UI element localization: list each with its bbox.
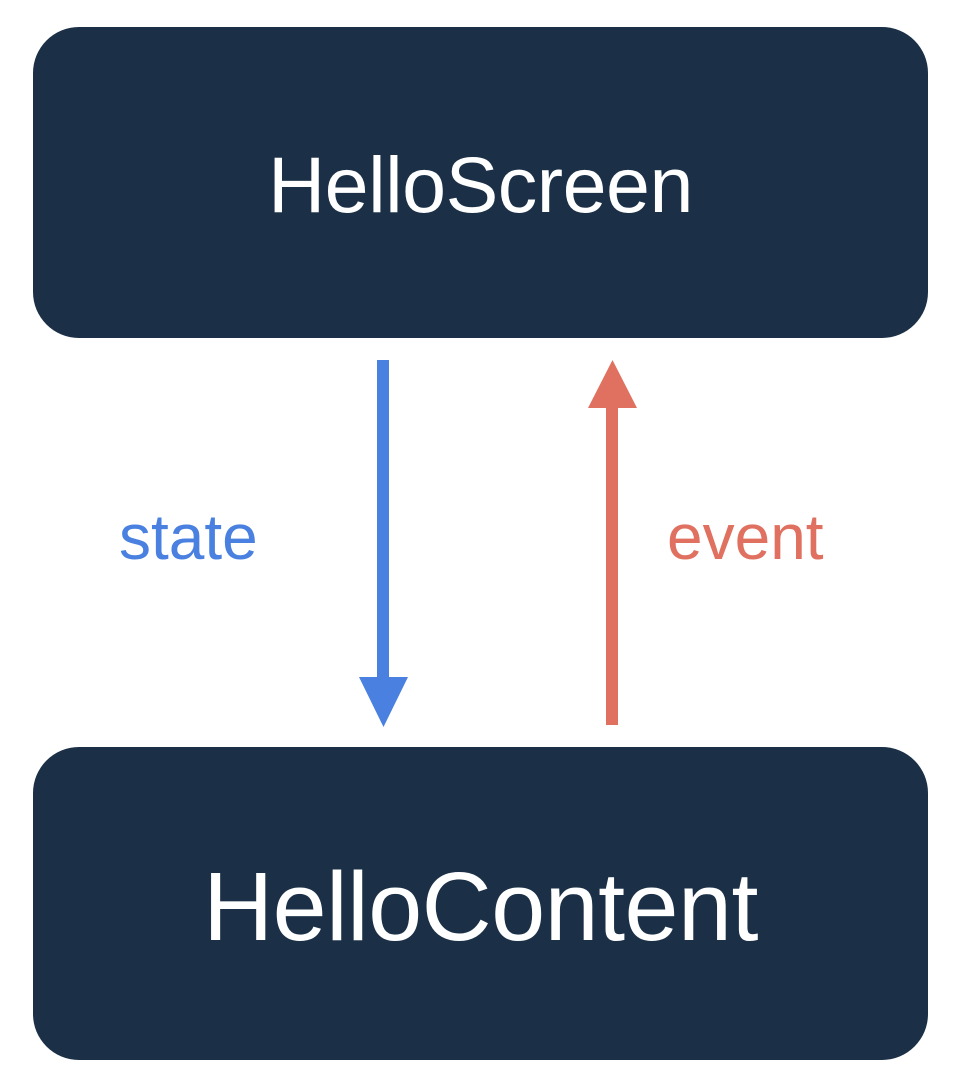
node-hello-screen[interactable]: HelloScreen: [33, 27, 928, 338]
state-arrow-down-icon: [359, 360, 408, 727]
edge-label-event: event: [667, 501, 824, 573]
node-hello-content-label: HelloContent: [203, 852, 758, 961]
node-hello-content[interactable]: HelloContent: [33, 747, 928, 1060]
node-hello-screen-label: HelloScreen: [268, 140, 693, 229]
edge-label-state: state: [119, 501, 258, 573]
event-arrow-up-icon: [588, 360, 637, 725]
